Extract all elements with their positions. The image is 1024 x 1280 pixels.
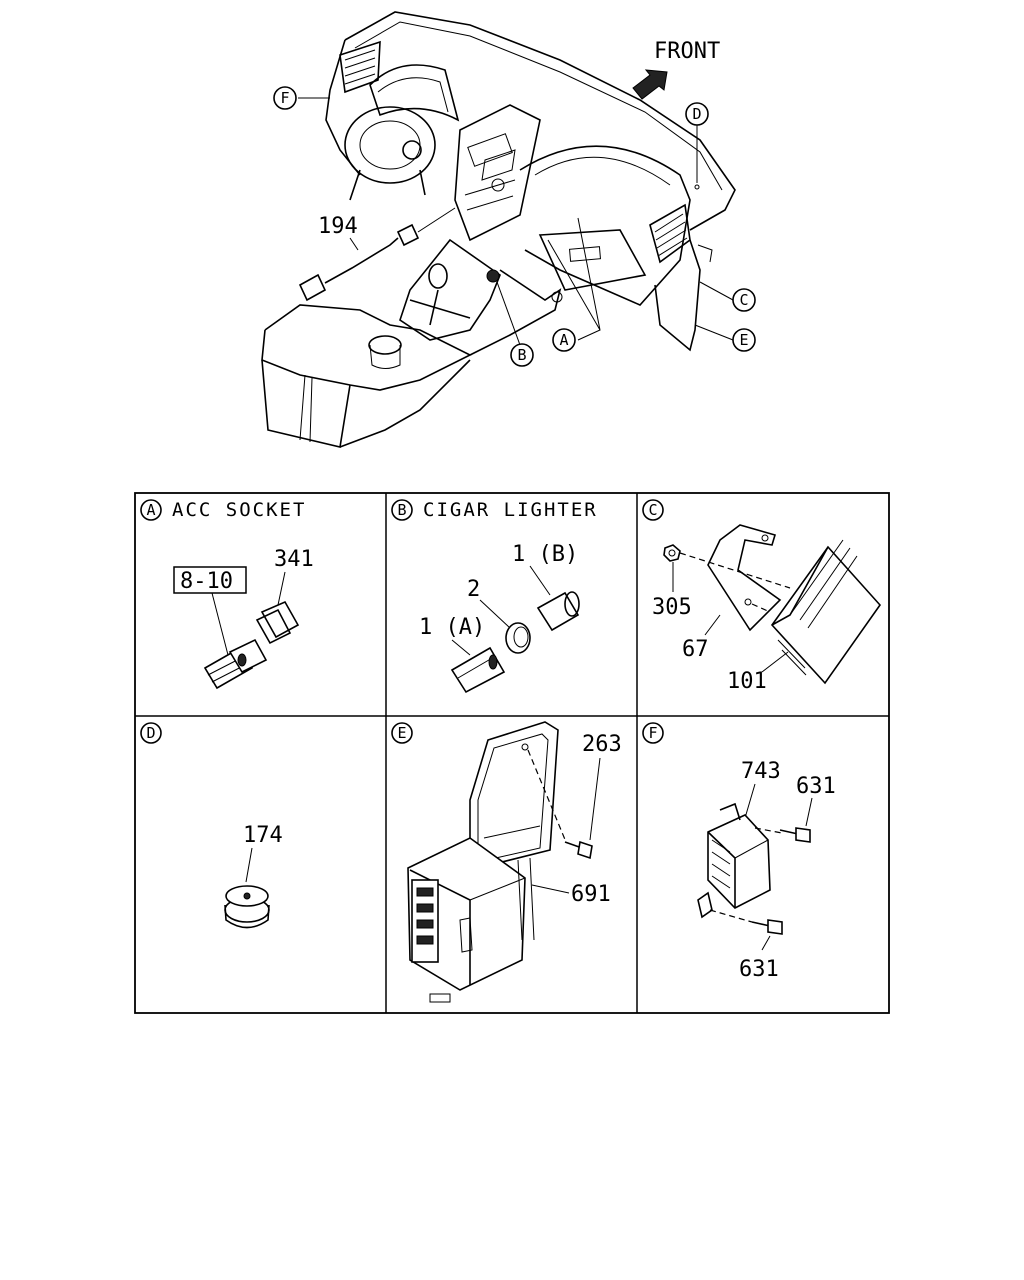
label-8-10: 8-10: [180, 569, 233, 594]
label-305: 305: [652, 595, 692, 620]
part-194-label: 194: [318, 214, 358, 239]
svg-text:A: A: [559, 331, 568, 349]
panel-e: E 263 691: [391, 721, 622, 1003]
label-67: 67: [682, 637, 709, 662]
panel-f: F 743 631 631: [642, 722, 836, 982]
panel-f-letter: F: [648, 724, 657, 742]
panel-c: C 305 67 101: [642, 499, 882, 694]
svg-text:B: B: [517, 346, 526, 364]
svg-text:C: C: [739, 291, 748, 309]
label-263: 263: [582, 732, 622, 757]
panel-b-cigar-lighter: B CIGAR LIGHTER 1 (B) 2 1 (A): [391, 499, 598, 694]
label-101: 101: [727, 669, 767, 694]
panel-d-letter: D: [146, 724, 155, 742]
panel-e-letter: E: [397, 724, 406, 742]
label-174: 174: [243, 823, 283, 848]
svg-text:F: F: [280, 89, 289, 107]
label-691: 691: [571, 882, 611, 907]
callout-A: A: [552, 328, 576, 352]
label-2: 2: [467, 577, 480, 602]
label-631-top: 631: [796, 774, 836, 799]
callout-F: F: [273, 86, 297, 110]
callout-E: E: [732, 328, 756, 352]
svg-text:E: E: [739, 331, 748, 349]
callout-C: C: [732, 288, 756, 312]
panel-d: D 174: [140, 722, 283, 929]
label-1b: 1 (B): [512, 542, 578, 567]
callout-B: B: [510, 343, 534, 367]
panel-a-title: ACC SOCKET: [172, 499, 306, 521]
callout-D: D: [685, 102, 709, 126]
panel-a-acc-socket: A ACC SOCKET 341 8-10: [140, 499, 314, 690]
detail-grid: [134, 492, 890, 1014]
svg-text:D: D: [692, 105, 701, 123]
panel-c-letter: C: [648, 501, 657, 519]
label-1a: 1 (A): [419, 615, 485, 640]
panel-b-letter: B: [397, 501, 406, 519]
label-743: 743: [741, 759, 781, 784]
label-631-bottom: 631: [739, 957, 779, 982]
dashboard-overview: FRONT 194 F D C E A B: [261, 11, 756, 448]
label-341: 341: [274, 547, 314, 572]
front-arrow-icon: [632, 69, 668, 100]
front-label: FRONT: [654, 39, 720, 64]
panel-a-letter: A: [146, 501, 155, 519]
panel-b-title: CIGAR LIGHTER: [423, 499, 598, 521]
